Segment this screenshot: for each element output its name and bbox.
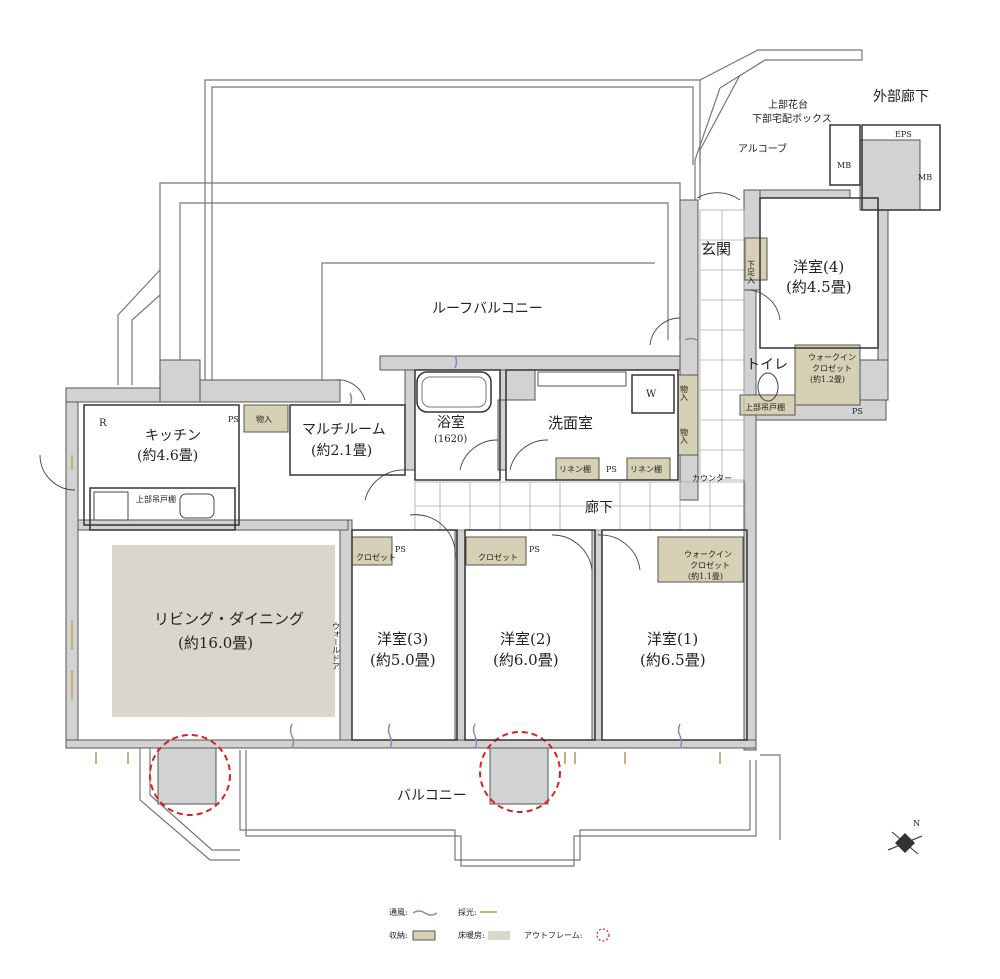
corridor-label: 廊下 [585,499,613,516]
wall-door-label: ウォールドア [332,622,341,670]
wic1-name: ウォークイン [808,353,856,362]
kitchen-size: (約4.6畳) [137,448,198,464]
bath-size: (1620) [434,434,467,445]
legend-storage: 収納: [389,930,408,940]
western4-size: (約4.5畳) [786,278,852,296]
ps-wash-label: PS [606,465,617,474]
counter-label: カウンター [692,474,732,483]
outframe-circle-left [149,734,231,816]
toilet-bowl [757,372,779,402]
kitchen-stove [93,491,129,521]
doors [39,192,781,571]
outer-corridor-label: 外部廊下 [873,88,929,105]
fridge-label: R [99,418,107,429]
entrance-label: 玄関 [701,240,731,258]
living-size: (約16.0畳) [178,634,253,652]
living-name: リビング・ダイニング [154,610,304,628]
eps-label: EPS [895,130,912,139]
mb1-label: MB [837,161,851,170]
kitchen-name: キッチン [145,428,201,444]
ps-kitchen-label: PS [228,415,239,424]
toilet-label: トイレ [746,357,788,373]
ps-toilet: PS [852,407,863,416]
balcony-frame [139,748,781,867]
roof-balcony-frame [117,49,863,400]
western4-name: 洋室(4) [793,258,844,276]
legend-outframe: アウトフレーム: [524,931,582,940]
upper-cabinet-kitchen: 上部吊戸棚 [136,494,176,504]
bathtub-inner [421,376,487,408]
w-label: W [646,389,657,400]
wic1-size: (約1.2畳) [810,374,845,384]
column-left [157,747,217,805]
legend-floor-heating: 床暖房: [458,930,485,940]
legend-floor-heating-swatch [488,931,510,940]
storage-b-label: 物入 [680,427,689,444]
ventilation-marks [289,337,698,749]
room-labels: 外部廊下 上部花台 下部宅配ボックス アルコーブ EPS MB MB 玄関 下足… [99,88,932,804]
closet3-label: クロゼット [356,552,396,562]
wic1-name2: クロゼット [812,363,852,373]
ps2-label: PS [529,545,540,554]
room-outlines [83,124,941,741]
washroom-label: 洗面室 [548,414,593,432]
western2-size: (約6.0畳) [493,651,559,669]
shoe-storage-label: 下足入 [747,260,756,284]
storage-areas [243,237,861,583]
outframe-circle-center [479,731,561,813]
bathtub [416,371,492,413]
daylight-marks [71,455,721,764]
wic2-name: ウォークイン [684,550,732,559]
western3-name: 洋室(3) [377,630,428,648]
roof-balcony-label: ルーフバルコニー [432,301,543,317]
wic2-size: (約1.1畳) [688,571,723,581]
alcove-label: アルコーブ [738,142,787,155]
upper-flower-bed-label: 上部花台 [768,98,808,111]
bath-name: 浴室 [437,414,465,431]
linen1-label: リネン棚 [559,464,591,474]
washbasin-counter [537,371,627,387]
column-center [489,747,549,805]
storage-kitchen-label: 物入 [256,414,272,424]
compass-icon: N [887,819,923,855]
balcony-label: バルコニー [397,788,467,804]
delivery-box-label: 下部宅配ボックス [752,112,832,125]
legend-outframe-circle [596,928,610,942]
legend: 通風: 採光: 収納: 床暖房: アウトフレーム: [389,907,610,942]
closet2-label: クロゼット [478,552,518,562]
north-label: N [913,819,920,828]
linen2-label: リネン棚 [630,464,662,474]
storage-a-label: 物入 [680,384,689,401]
western1-size: (約6.5畳) [640,651,706,669]
western2-name: 洋室(2) [500,630,551,648]
living-floor-heating [112,545,335,717]
multi-room-size: (約2.1畳) [311,443,372,459]
legend-ventilation: 通風: [389,907,408,917]
upper-cabinet-toilet: 上部吊戸棚 [745,402,785,412]
western3-size: (約5.0畳) [370,651,436,669]
mb2-label: MB [918,173,932,182]
legend-daylight: 採光: [458,907,477,917]
multi-room-name: マルチルーム [302,422,386,438]
ps3-label: PS [395,545,406,554]
legend-storage-swatch [412,930,436,941]
western1-name: 洋室(1) [647,630,698,648]
wic2-name2: クロゼット [690,560,730,570]
kitchen-sink [179,493,215,519]
